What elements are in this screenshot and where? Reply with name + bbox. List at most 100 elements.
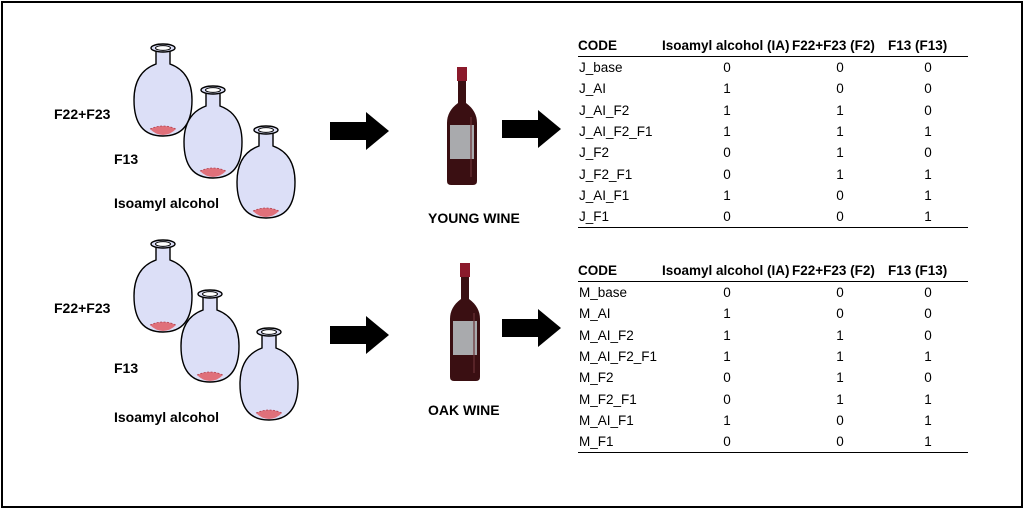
value-cell: 0 [924, 81, 932, 97]
column-header: F13 (F13) [888, 36, 968, 57]
wine-bottle-icon [446, 67, 478, 185]
value-cell: 1 [836, 145, 844, 161]
table-row: J_AI_F1 1 0 1 [578, 185, 968, 206]
flask-icon [235, 124, 297, 220]
value-cell: 1 [723, 102, 731, 118]
value-cell: 0 [723, 391, 731, 407]
value-cell: 1 [836, 349, 844, 365]
value-cell: 1 [723, 327, 731, 343]
code-cell: M_base [579, 285, 628, 301]
value-cell: 1 [888, 206, 968, 229]
column-header: CODE [578, 36, 662, 57]
ingredient-label-f13: F13 [114, 360, 139, 376]
code-cell: M_F2_F1 [579, 391, 637, 407]
column-header: F22+F23 (F2) [792, 261, 888, 282]
column-header: CODE [578, 261, 662, 282]
value-cell: 0 [723, 145, 731, 161]
code-cell: J_F1 [578, 206, 662, 229]
ingredient-label-f13: F13 [114, 151, 139, 167]
table-row: J_base 0 0 0 [578, 57, 968, 79]
value-cell: 1 [836, 327, 844, 343]
wine-label-oak: OAK WINE [428, 402, 500, 418]
value-cell: 0 [836, 412, 844, 428]
value-cell: 0 [924, 306, 932, 322]
value-cell: 1 [888, 431, 968, 454]
value-cell: 0 [924, 145, 932, 161]
code-cell: J_AI_F1 [579, 187, 630, 203]
column-header: F22+F23 (F2) [792, 36, 888, 57]
value-cell: 1 [723, 124, 731, 140]
value-cell: 1 [723, 187, 731, 203]
code-cell: J_F2_F1 [579, 166, 633, 182]
value-cell: 0 [723, 60, 731, 76]
right-arrow-icon [330, 111, 390, 151]
value-cell: 0 [836, 187, 844, 203]
column-header: Isoamyl alcohol (IA) [662, 36, 792, 57]
table-row: J_F2_F1 0 1 1 [578, 163, 968, 184]
value-cell: 0 [662, 431, 792, 454]
code-cell: J_AI [579, 81, 607, 97]
table-header-row: CODE Isoamyl alcohol (IA) F22+F23 (F2) F… [578, 261, 968, 282]
right-arrow-icon [502, 109, 562, 149]
value-cell: 0 [723, 166, 731, 182]
value-cell: 1 [723, 306, 731, 322]
value-cell: 1 [723, 349, 731, 365]
value-cell: 0 [723, 370, 731, 386]
value-cell: 0 [723, 285, 731, 301]
value-cell: 1 [836, 166, 844, 182]
value-cell: 0 [924, 60, 932, 76]
code-cell: J_F2 [579, 145, 610, 161]
table-row: M_AI 1 0 0 [578, 303, 968, 324]
code-cell: J_base [579, 60, 623, 76]
value-cell: 0 [662, 206, 792, 229]
value-cell: 0 [792, 431, 888, 454]
value-cell: 0 [836, 306, 844, 322]
value-cell: 0 [924, 285, 932, 301]
table-row: J_AI 1 0 0 [578, 78, 968, 99]
code-cell: J_AI_F2_F1 [579, 124, 653, 140]
value-cell: 0 [836, 285, 844, 301]
table-row: M_base 0 0 0 [578, 282, 968, 304]
flask-icon [179, 288, 241, 384]
code-cell: M_AI_F2 [579, 327, 634, 343]
right-arrow-icon [502, 308, 562, 348]
value-cell: 1 [836, 370, 844, 386]
code-cell: M_AI [579, 306, 611, 322]
right-arrow-icon [330, 315, 390, 355]
value-cell: 1 [924, 391, 932, 407]
value-cell: 0 [836, 81, 844, 97]
table-row: J_F2 0 1 0 [578, 142, 968, 163]
ingredient-label-f22f23: F22+F23 [54, 300, 111, 316]
value-cell: 0 [924, 327, 932, 343]
value-cell: 1 [836, 102, 844, 118]
value-cell: 1 [924, 166, 932, 182]
value-cell: 1 [924, 349, 932, 365]
value-cell: 1 [836, 391, 844, 407]
oak-wine-code-table: CODE Isoamyl alcohol (IA) F22+F23 (F2) F… [578, 261, 968, 454]
flask-icon [238, 326, 300, 422]
column-header: Isoamyl alcohol (IA) [662, 261, 792, 282]
column-header: F13 (F13) [888, 261, 968, 282]
ingredient-label-isoamyl: Isoamyl alcohol [114, 195, 220, 211]
young-wine-code-table: CODE Isoamyl alcohol (IA) F22+F23 (F2) F… [578, 36, 968, 229]
table-header-row: CODE Isoamyl alcohol (IA) F22+F23 (F2) F… [578, 36, 968, 57]
table-row: M_F2_F1 0 1 1 [578, 388, 968, 409]
value-cell: 1 [723, 81, 731, 97]
code-cell: M_AI_F1 [579, 412, 634, 428]
value-cell: 1 [924, 412, 932, 428]
wine-bottle-icon [449, 263, 481, 381]
ingredient-label-isoamyl: Isoamyl alcohol [114, 409, 220, 425]
ingredient-label-f22f23: F22+F23 [54, 106, 111, 122]
value-cell: 1 [924, 187, 932, 203]
value-cell: 0 [836, 60, 844, 76]
value-cell: 1 [723, 412, 731, 428]
value-cell: 1 [836, 124, 844, 140]
code-cell: M_F1 [578, 431, 662, 454]
value-cell: 0 [792, 206, 888, 229]
value-cell: 0 [924, 102, 932, 118]
code-cell: M_AI_F2_F1 [579, 349, 658, 365]
